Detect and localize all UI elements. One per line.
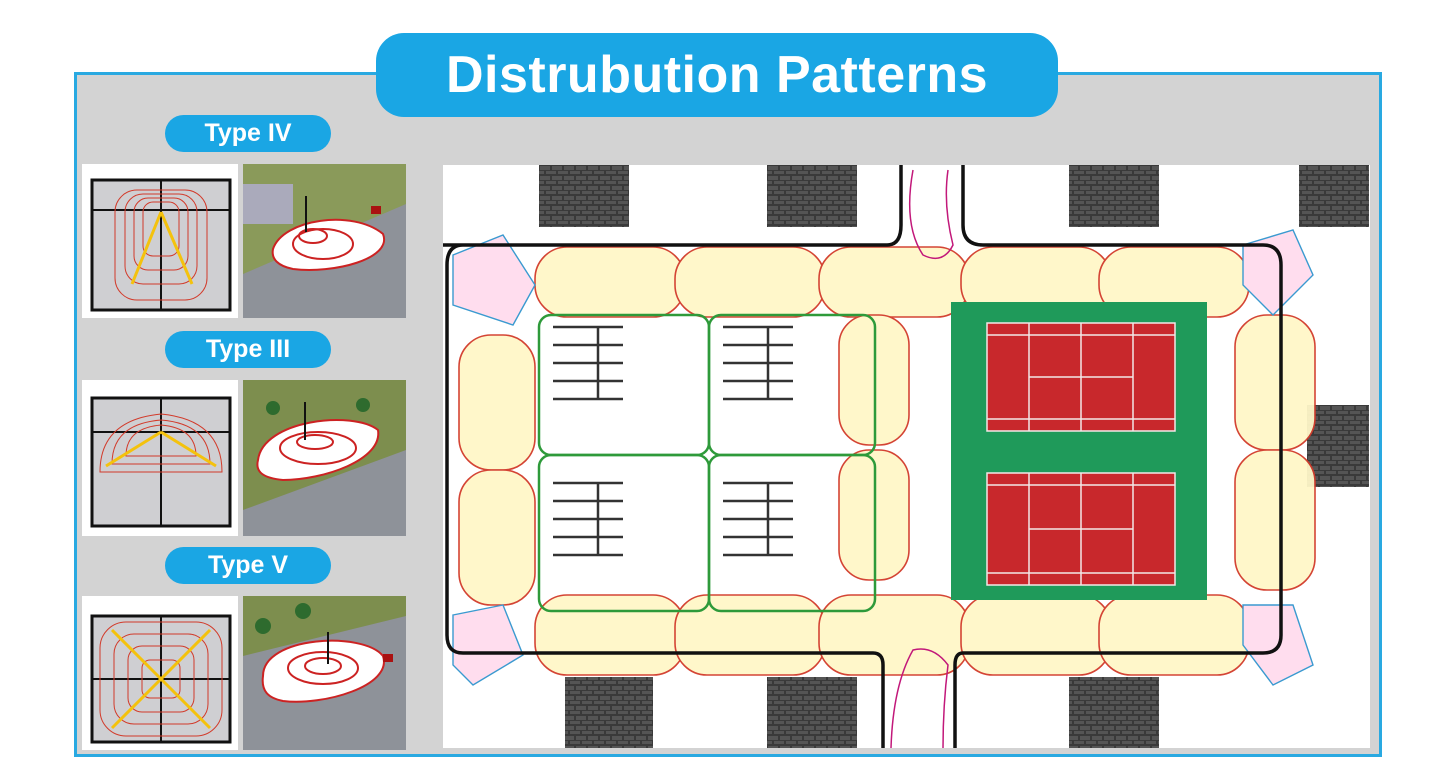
type-iv-label: Type IV — [165, 115, 331, 152]
type-iii-diagram-icon — [82, 380, 238, 536]
type-v-photo — [243, 596, 406, 750]
type-iii-label: Type III — [165, 331, 331, 368]
type-iv-photo — [243, 164, 406, 318]
sprinkler-site-plan — [443, 165, 1370, 748]
parking-blocks — [539, 165, 1369, 748]
type-v-label: Type V — [165, 547, 331, 584]
tennis-courts — [986, 322, 1176, 586]
page-title: Distrubution Patterns — [376, 33, 1058, 117]
type-iv-diagram-icon — [82, 164, 238, 318]
walkway — [443, 165, 1283, 748]
type-iii-photo — [243, 380, 406, 536]
spray-zones — [458, 246, 1316, 676]
type-v-diagram-icon — [82, 596, 238, 750]
